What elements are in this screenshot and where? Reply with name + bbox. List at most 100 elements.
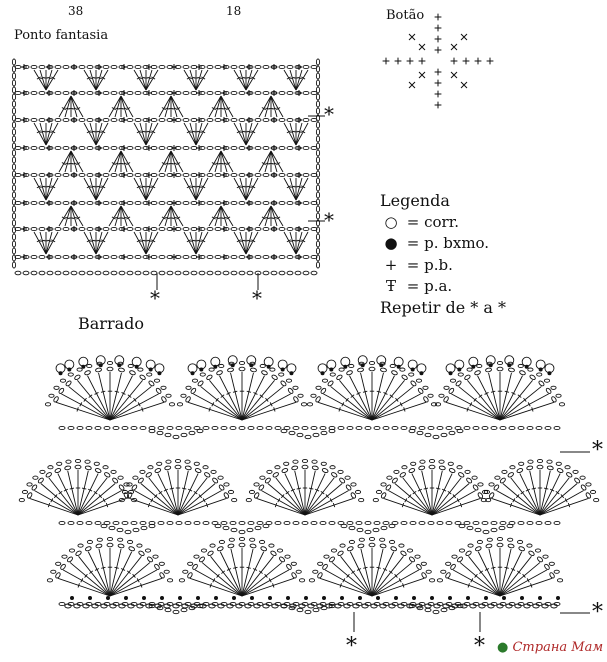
chain-stitch-icon xyxy=(184,465,192,471)
single-crochet-icon xyxy=(246,90,252,96)
chain-stitch-icon xyxy=(139,601,147,607)
chain-stitch-icon xyxy=(78,254,86,260)
chain-stitch-icon xyxy=(409,520,417,526)
chain-stitch-icon xyxy=(545,387,552,394)
single-crochet-icon xyxy=(271,90,277,96)
chain-stitch-icon xyxy=(427,520,435,526)
chain-stitch-icon xyxy=(184,601,192,607)
double-crochet-bar-icon xyxy=(176,162,181,166)
double-crochet-icon xyxy=(83,122,97,146)
chain-stitch-icon xyxy=(206,172,214,178)
chain-stitch-icon xyxy=(176,402,184,407)
chain-stitch-icon xyxy=(62,254,70,260)
chain-stitch-icon xyxy=(480,498,487,503)
chain-stitch-icon xyxy=(542,554,549,559)
double-crochet-icon xyxy=(294,470,306,516)
double-crochet-bar-icon xyxy=(181,487,187,490)
double-crochet-icon xyxy=(289,231,297,255)
chain-stitch-icon xyxy=(132,527,140,533)
slip-stitch-icon xyxy=(268,596,272,600)
chain-stitch-icon xyxy=(280,428,288,434)
chain-stitch-icon xyxy=(76,520,84,526)
double-crochet-icon xyxy=(201,562,243,597)
chain-stitch-icon xyxy=(315,114,321,122)
double-crochet-icon xyxy=(295,69,309,91)
double-crochet-icon xyxy=(488,548,501,597)
chain-stitch-icon xyxy=(134,90,142,96)
single-crochet-icon xyxy=(21,145,27,151)
chain-stitch-icon xyxy=(154,563,160,570)
double-crochet-icon xyxy=(109,380,143,421)
double-crochet-bar-icon xyxy=(276,162,281,166)
chain-stitch-icon xyxy=(86,90,94,96)
chain-stitch-icon xyxy=(74,464,82,470)
chain-stitch-icon xyxy=(158,254,166,260)
chain-stitch-icon xyxy=(315,79,321,87)
double-crochet-icon xyxy=(78,556,111,597)
chain-stitch-icon xyxy=(104,472,111,478)
chain-stitch-icon xyxy=(286,64,294,70)
chain-stitch-icon xyxy=(259,475,266,480)
chain-stitch-icon xyxy=(406,548,414,553)
chain-stitch-icon xyxy=(408,468,416,474)
chain-stitch-icon xyxy=(180,393,187,398)
chain-stitch-icon xyxy=(94,601,102,607)
chain-stitch-icon xyxy=(214,270,222,276)
chain-stitch-icon xyxy=(78,200,86,206)
chain-stitch-icon xyxy=(585,492,592,499)
chain-stitch-icon xyxy=(448,605,456,611)
double-crochet-bar-icon xyxy=(193,490,198,495)
single-crochet-icon xyxy=(246,226,252,232)
chain-stitch-icon xyxy=(312,432,320,438)
chain-stitch-icon xyxy=(148,601,156,607)
double-crochet-bar-icon xyxy=(221,570,226,574)
chain-stitch-icon xyxy=(477,482,484,487)
chain-stitch-icon xyxy=(358,537,365,542)
chain-stitch-icon xyxy=(499,477,506,484)
chain-stitch-icon xyxy=(182,172,190,178)
double-crochet-icon xyxy=(539,483,578,516)
chain-stitch-icon xyxy=(193,425,201,431)
double-crochet-icon xyxy=(67,470,79,516)
chain-stitch-icon xyxy=(382,425,390,431)
double-crochet-bar-icon xyxy=(201,185,206,189)
chain-stitch-icon xyxy=(286,226,294,232)
double-crochet-bar-icon xyxy=(202,498,206,503)
chain-stitch-icon xyxy=(187,572,193,579)
double-crochet-icon xyxy=(323,393,373,421)
double-crochet-bar-icon xyxy=(136,239,141,243)
chain-stitch-icon xyxy=(146,372,153,377)
chain-stitch-icon xyxy=(117,475,124,480)
slip-stitch-icon xyxy=(340,596,344,600)
double-crochet-bar-icon xyxy=(126,216,131,220)
double-crochet-bar-icon xyxy=(301,185,306,189)
chain-stitch-icon xyxy=(410,380,417,387)
single-crochet-icon xyxy=(434,24,442,32)
single-crochet-icon xyxy=(221,254,227,260)
double-crochet-bar-icon xyxy=(136,578,140,583)
chain-stitch-icon xyxy=(21,489,29,495)
chain-stitch-icon xyxy=(315,212,321,220)
double-crochet-icon xyxy=(241,401,297,421)
double-crochet-icon xyxy=(349,551,373,597)
double-crochet-icon xyxy=(45,122,53,146)
double-crochet-bar-icon xyxy=(63,488,69,492)
chain-stitch-icon xyxy=(280,380,287,387)
double-crochet-icon xyxy=(95,231,103,255)
single-crochet-icon xyxy=(146,200,152,206)
chain-stitch-icon xyxy=(238,117,246,123)
chain-stitch-icon xyxy=(86,226,94,232)
slip-stitch-icon xyxy=(304,596,308,600)
double-crochet-bar-icon xyxy=(510,568,516,571)
chain-stitch-icon xyxy=(37,477,44,484)
double-crochet-bar-icon xyxy=(297,239,302,242)
double-crochet-icon xyxy=(64,150,72,173)
chain-stitch-icon xyxy=(553,569,560,574)
chain-stitch-icon xyxy=(475,546,482,552)
single-crochet-icon xyxy=(171,90,177,96)
single-crochet-icon xyxy=(46,90,52,96)
chain-stitch-icon xyxy=(206,64,214,70)
chain-stitch-icon xyxy=(464,469,471,474)
double-crochet-bar-icon xyxy=(122,107,127,110)
single-crochet-icon xyxy=(46,172,52,178)
